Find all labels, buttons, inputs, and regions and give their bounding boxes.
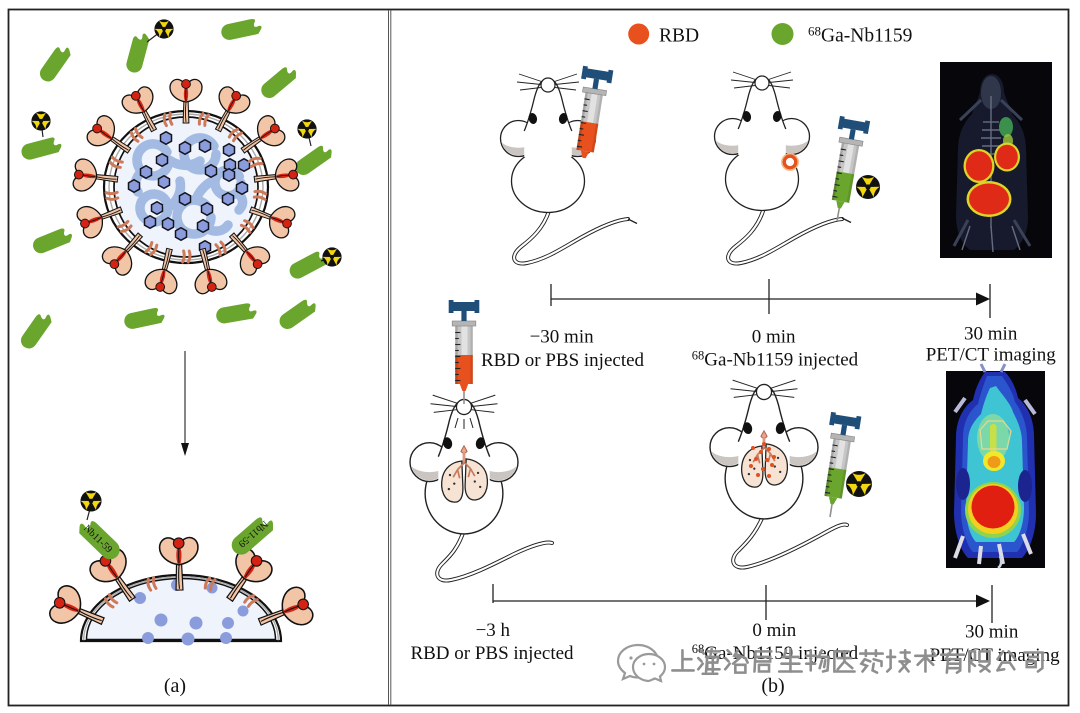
svg-text:RBD or PBS injected: RBD or PBS injected	[481, 350, 645, 371]
svg-text:0 min: 0 min	[752, 620, 796, 641]
svg-text:PET/CT imaging: PET/CT imaging	[926, 344, 1057, 365]
svg-text:(a): (a)	[164, 675, 186, 697]
svg-text:−3 h: −3 h	[476, 620, 511, 641]
svg-text:68Ga-Nb1159 injected: 68Ga-Nb1159 injected	[692, 349, 859, 371]
svg-text:68Ga-Nb1159: 68Ga-Nb1159	[808, 24, 912, 47]
svg-text:(b): (b)	[761, 675, 784, 697]
svg-text:RBD or PBS injected: RBD or PBS injected	[410, 643, 574, 664]
svg-text:30 min: 30 min	[964, 323, 1018, 344]
svg-text:−30 min: −30 min	[530, 326, 595, 347]
svg-text:RBD: RBD	[659, 26, 699, 47]
svg-text:0 min: 0 min	[752, 326, 796, 347]
svg-text:30 min: 30 min	[965, 622, 1019, 643]
